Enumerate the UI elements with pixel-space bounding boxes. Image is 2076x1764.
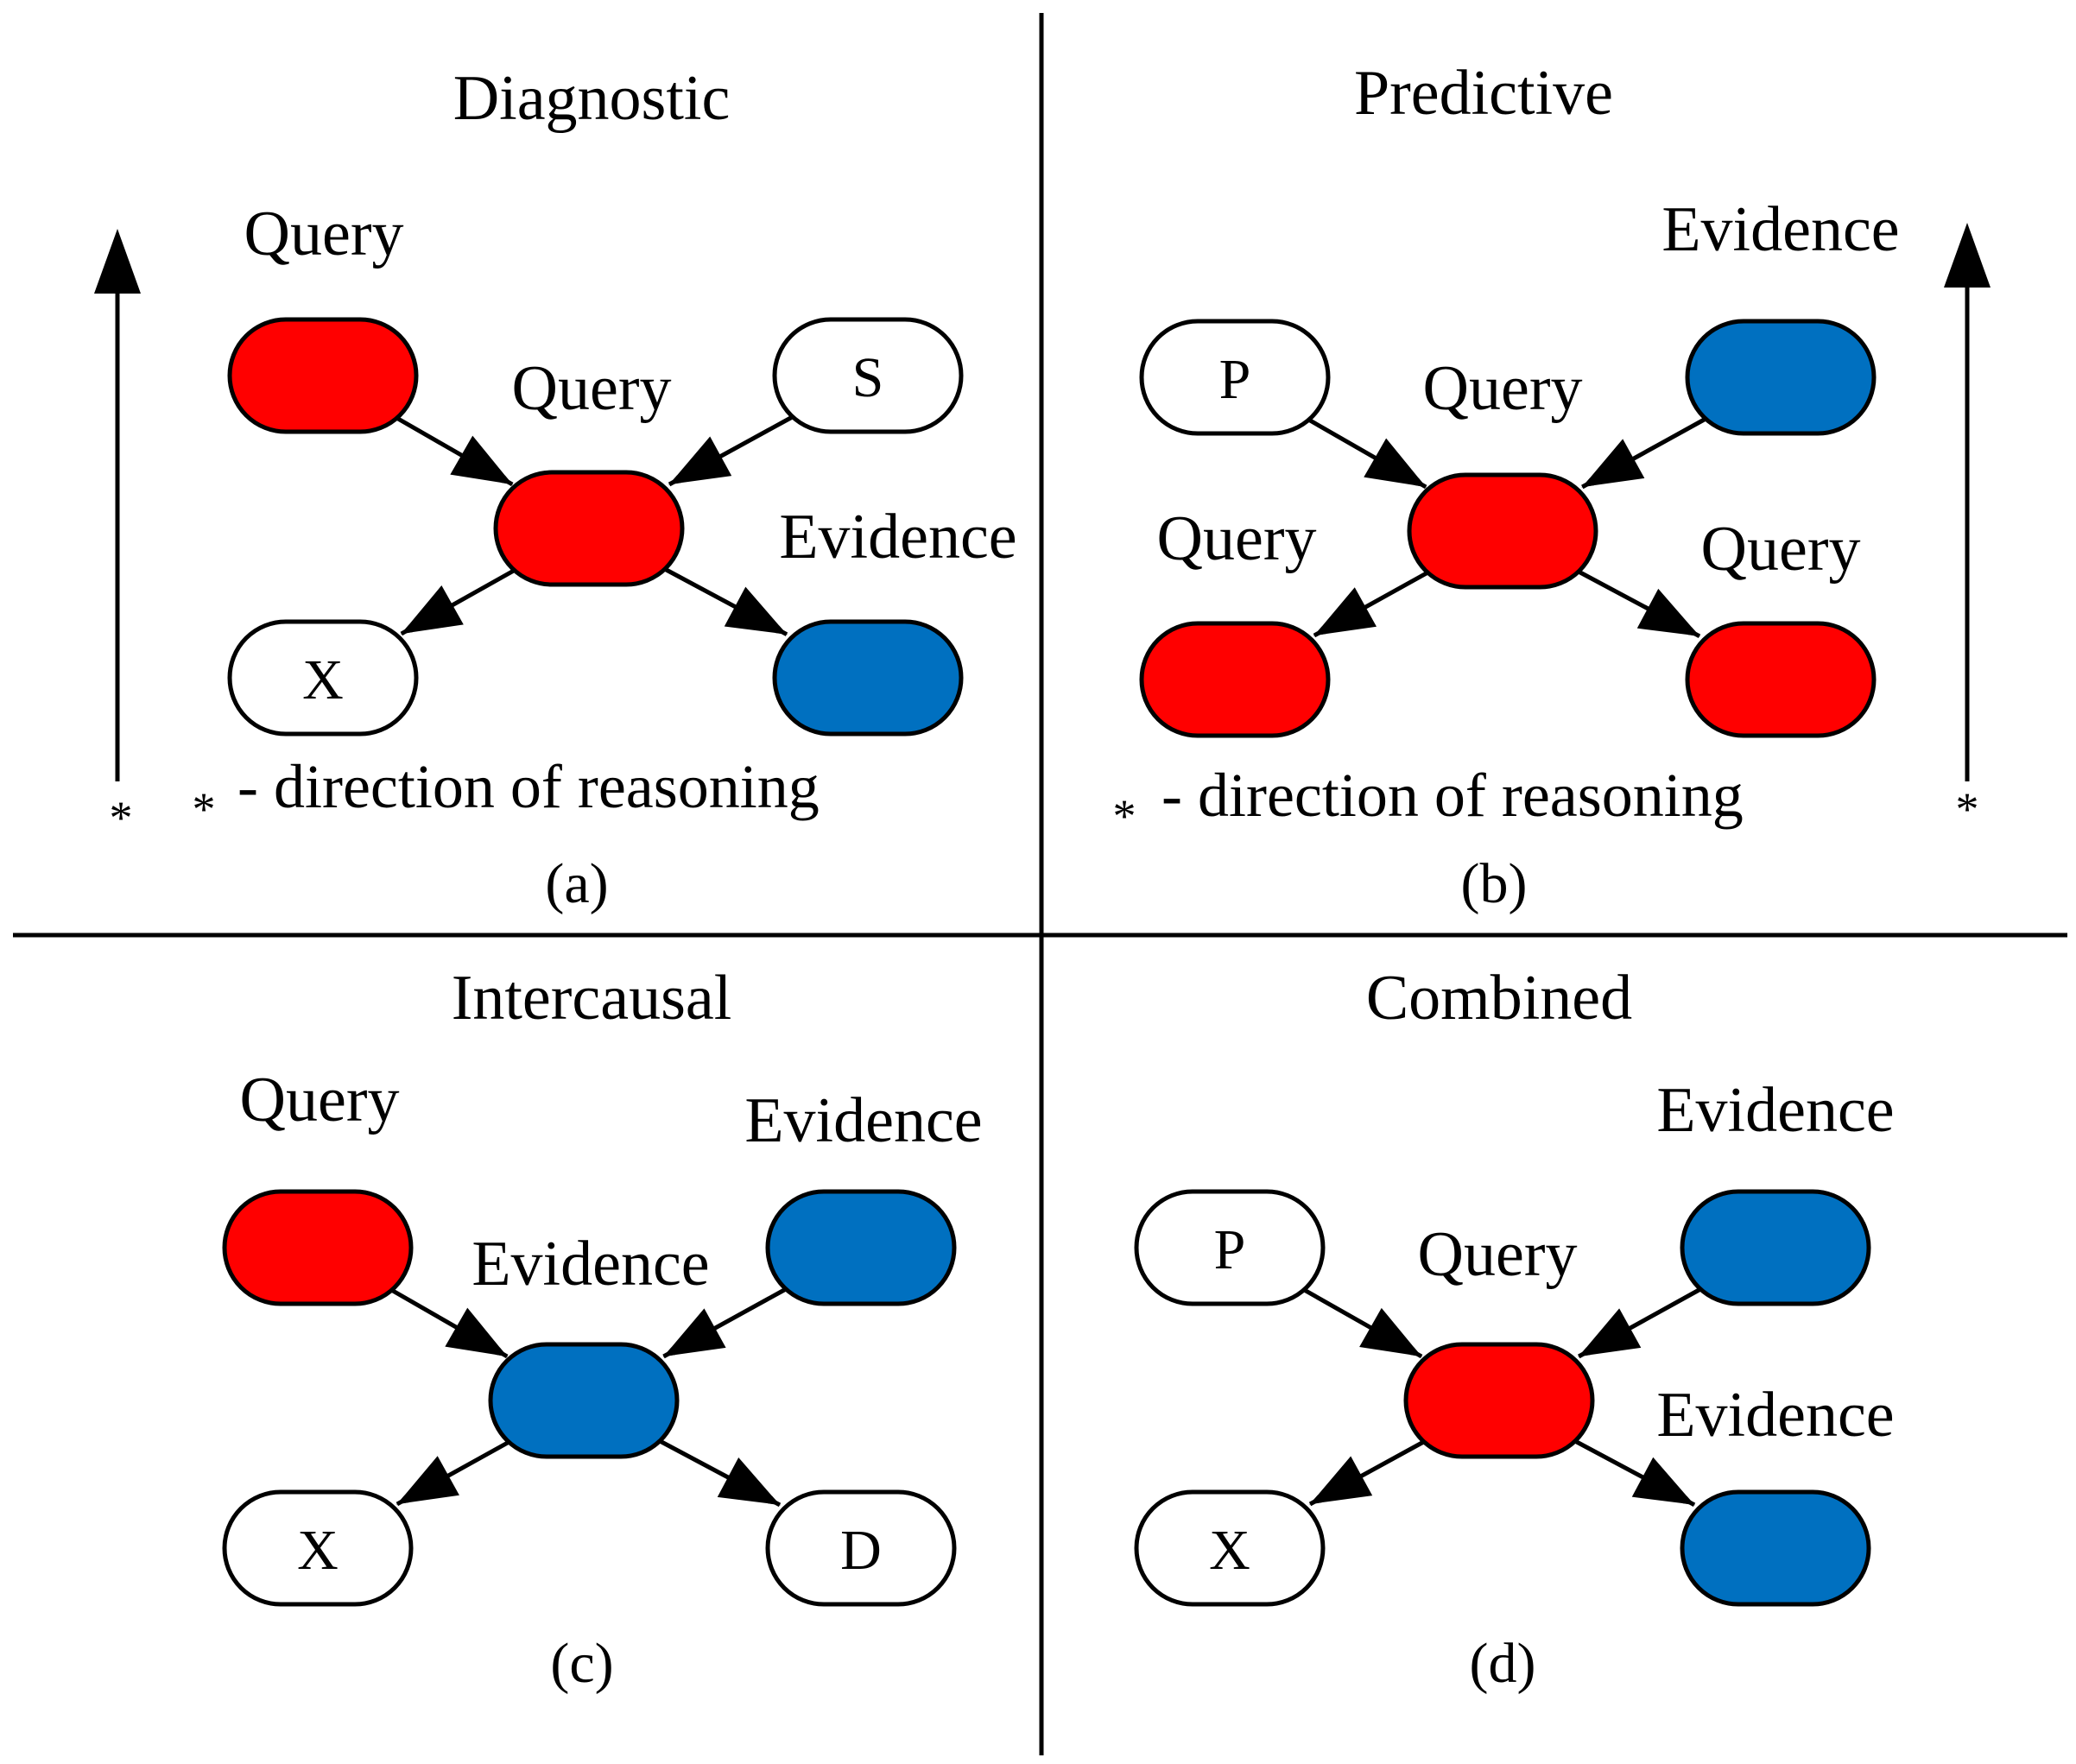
- node-query: [1139, 621, 1331, 738]
- legend-text: - direction of reasoning: [237, 752, 820, 821]
- arrowhead: [724, 586, 787, 635]
- node-inner-label: P: [1219, 348, 1251, 411]
- arrowhead: [450, 435, 513, 484]
- arrowhead: [1636, 588, 1699, 636]
- arrowhead: [1582, 439, 1645, 487]
- node-query: [1403, 1342, 1595, 1459]
- panel-title: Combined: [1366, 963, 1632, 1034]
- arrow-star: *: [1956, 783, 1979, 835]
- node-plain: [222, 1489, 414, 1607]
- node-query: [1407, 472, 1598, 590]
- arrow-star: *: [110, 792, 133, 844]
- node-plain: [765, 1489, 957, 1607]
- node-role-label: Evidence: [1661, 194, 1899, 265]
- node-evidence: [772, 619, 964, 737]
- node-query: [493, 470, 685, 587]
- reasoning-direction-arrowhead: [1944, 223, 1991, 288]
- node-role-label: Query: [1418, 1219, 1578, 1290]
- node-inner-label: X: [297, 1519, 339, 1582]
- node-role-label: Query: [1157, 503, 1317, 574]
- arrowhead: [1359, 1307, 1422, 1356]
- legend-text: - direction of reasoning: [1161, 761, 1744, 830]
- node-plain: [1134, 1189, 1326, 1306]
- node-role-label: Query: [1423, 353, 1583, 424]
- node-role-label: Evidence: [472, 1229, 709, 1299]
- arrowhead: [1313, 587, 1377, 635]
- arrowhead: [396, 1456, 459, 1504]
- node-inner-label: D: [840, 1519, 882, 1582]
- node-query: [222, 1189, 414, 1306]
- legend-star: *: [1113, 790, 1136, 842]
- node-query: [227, 317, 419, 434]
- arrowhead: [1631, 1457, 1694, 1505]
- reasoning-direction-arrowhead: [94, 229, 141, 294]
- node-role-label: Query: [512, 353, 672, 424]
- node-role-label: Evidence: [1656, 1075, 1894, 1146]
- node-inner-label: X: [1209, 1519, 1250, 1582]
- node-plain: [772, 317, 964, 434]
- node-role-label: Evidence: [779, 502, 1016, 572]
- node-plain: [227, 619, 419, 737]
- arrowhead: [1364, 438, 1427, 487]
- node-evidence: [1680, 1189, 1871, 1306]
- node-query: [1685, 621, 1877, 738]
- legend-star: *: [193, 783, 216, 835]
- node-role-label: Query: [1701, 514, 1861, 585]
- arrowhead: [717, 1457, 780, 1505]
- arrowhead: [1579, 1308, 1642, 1356]
- node-evidence: [1680, 1489, 1871, 1607]
- node-role-label: Evidence: [1656, 1380, 1894, 1451]
- panel-caption: (b): [1461, 852, 1528, 915]
- arrowhead: [669, 436, 732, 484]
- panel-title: Intercausal: [452, 963, 732, 1034]
- arrowhead: [401, 585, 464, 634]
- node-role-label: Evidence: [744, 1085, 982, 1156]
- node-plain: [1139, 319, 1331, 436]
- node-plain: [1134, 1489, 1326, 1607]
- panel-caption: (a): [545, 852, 608, 915]
- node-inner-label: X: [302, 648, 344, 711]
- arrowhead: [1310, 1456, 1373, 1504]
- node-evidence: [488, 1342, 680, 1459]
- panel-title: Diagnostic: [453, 63, 731, 134]
- node-evidence: [1685, 319, 1877, 436]
- arrowhead: [445, 1307, 508, 1356]
- node-role-label: Query: [240, 1065, 400, 1135]
- panel-title: Predictive: [1354, 58, 1613, 129]
- panel-caption: (c): [550, 1632, 613, 1695]
- node-role-label: Query: [244, 199, 404, 269]
- panel-caption: (d): [1470, 1632, 1536, 1695]
- node-inner-label: P: [1214, 1218, 1246, 1281]
- arrowhead: [663, 1308, 726, 1356]
- node-inner-label: S: [852, 346, 884, 409]
- node-evidence: [765, 1189, 957, 1306]
